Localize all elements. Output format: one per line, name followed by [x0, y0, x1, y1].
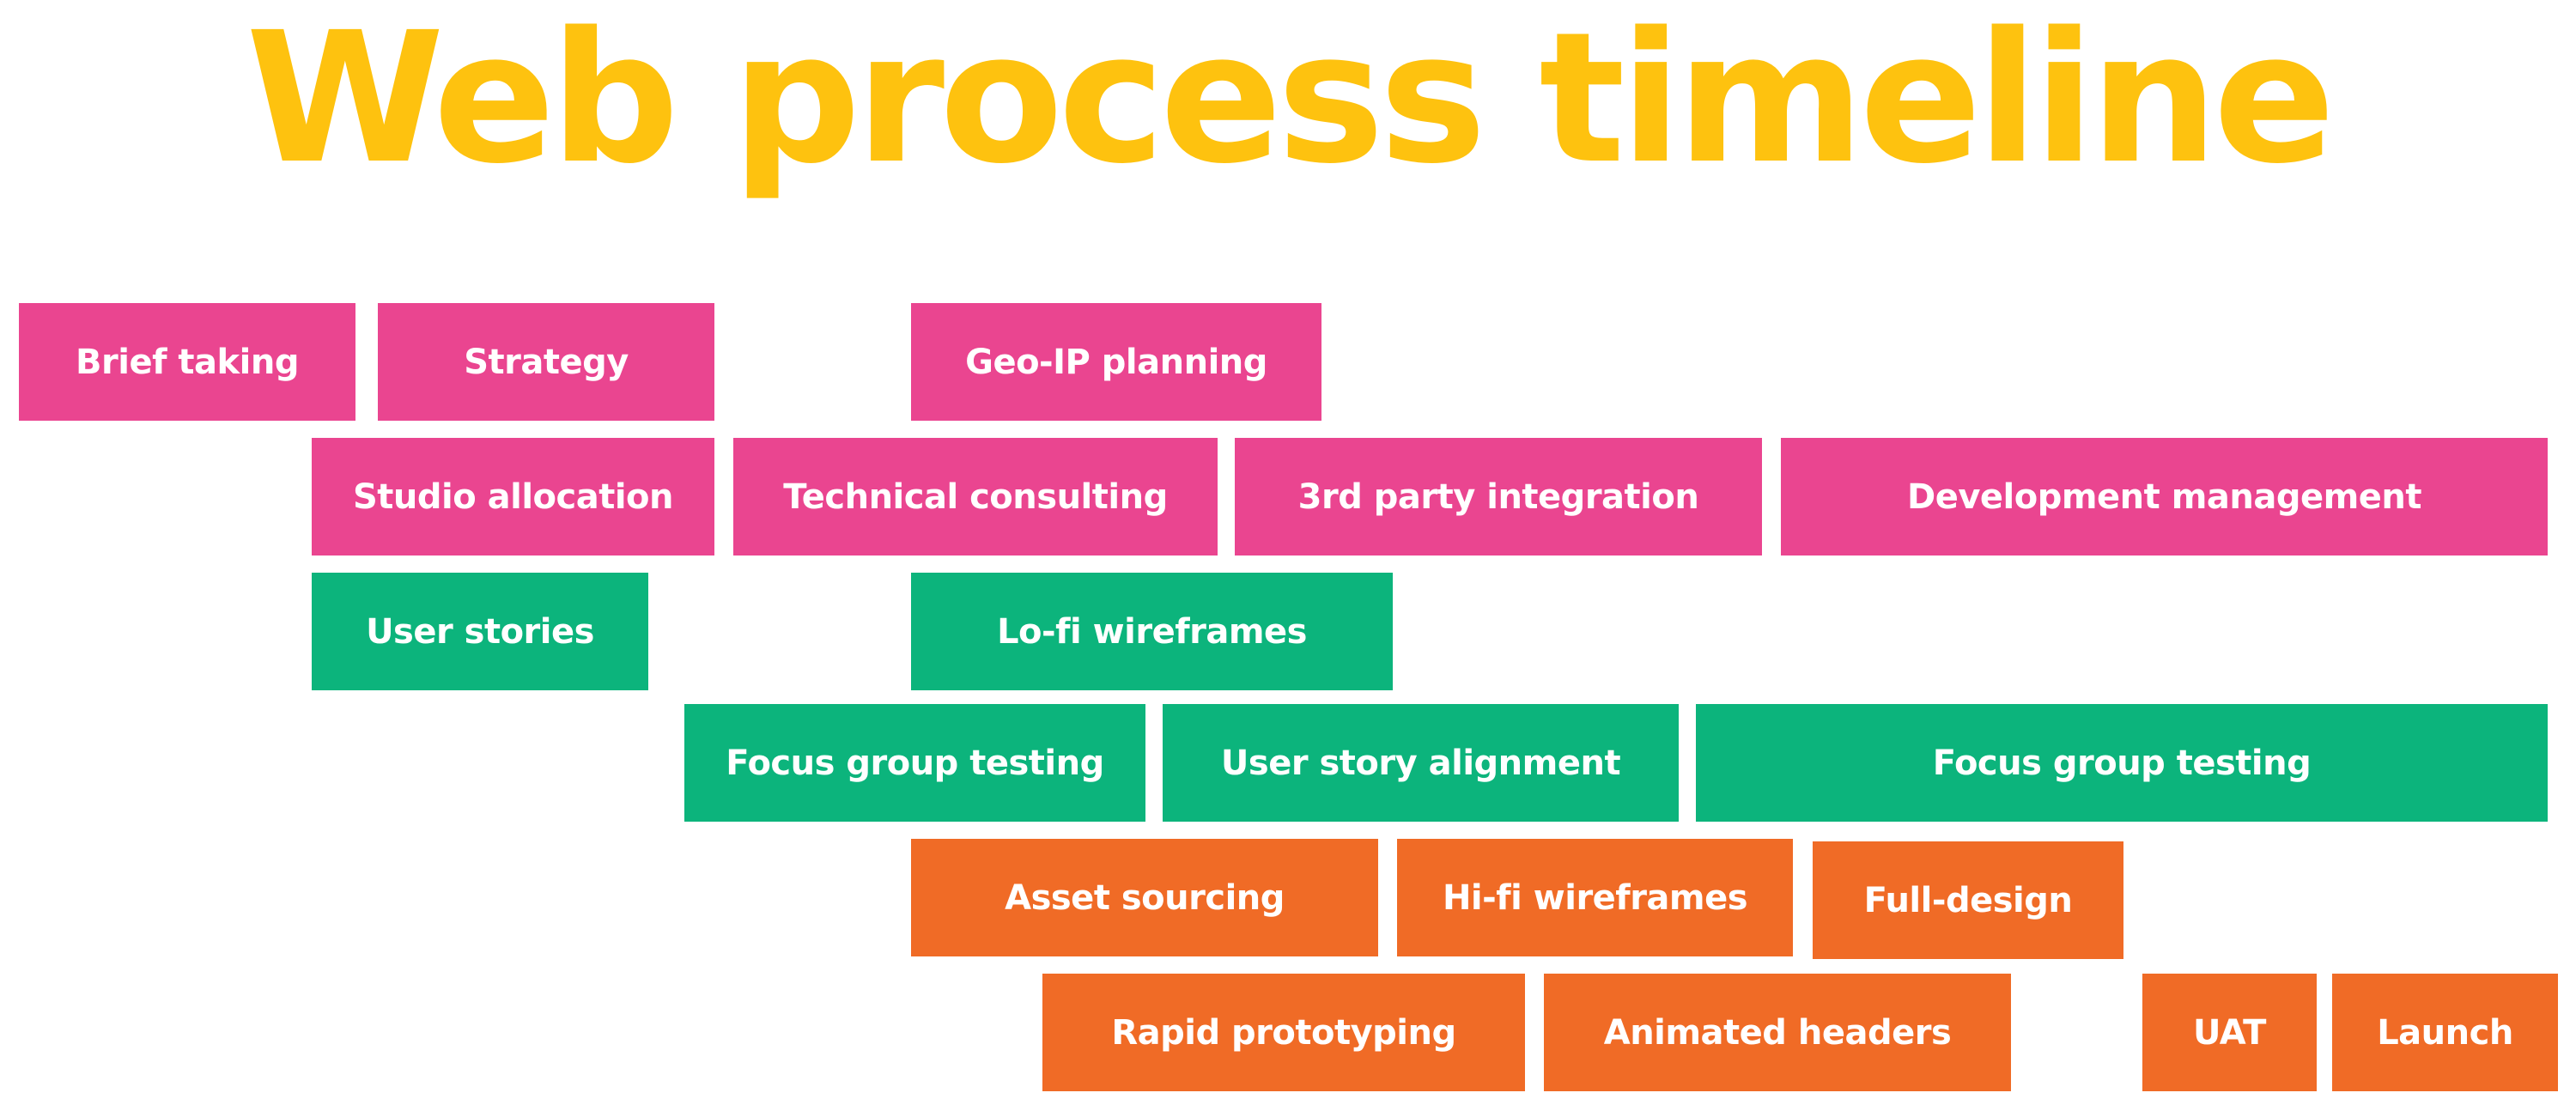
task-launch: Launch	[2332, 974, 2558, 1091]
task-animated-headers: Animated headers	[1544, 974, 2011, 1091]
task-full-design: Full-design	[1813, 841, 2123, 959]
task-strategy: Strategy	[378, 303, 714, 421]
task-technical-consulting: Technical consulting	[733, 438, 1218, 556]
task-studio-allocation: Studio allocation	[312, 438, 714, 556]
task-user-story-alignment: User story alignment	[1163, 704, 1679, 822]
task-geo-ip-planning: Geo-IP planning	[911, 303, 1321, 421]
task-asset-sourcing: Asset sourcing	[911, 839, 1378, 956]
task-3rd-party-integration: 3rd party integration	[1235, 438, 1762, 556]
task-uat: UAT	[2142, 974, 2317, 1091]
task-hifi-wireframes: Hi-fi wireframes	[1397, 839, 1793, 956]
task-focus-group-testing-2: Focus group testing	[1696, 704, 2548, 822]
task-lofi-wireframes: Lo-fi wireframes	[911, 573, 1393, 690]
task-brief-taking: Brief taking	[19, 303, 355, 421]
task-user-stories: User stories	[312, 573, 648, 690]
task-focus-group-testing: Focus group testing	[684, 704, 1145, 822]
page-title: Web process timeline	[246, 0, 2336, 203]
task-development-management: Development management	[1781, 438, 2548, 556]
task-rapid-prototyping: Rapid prototyping	[1042, 974, 1525, 1091]
